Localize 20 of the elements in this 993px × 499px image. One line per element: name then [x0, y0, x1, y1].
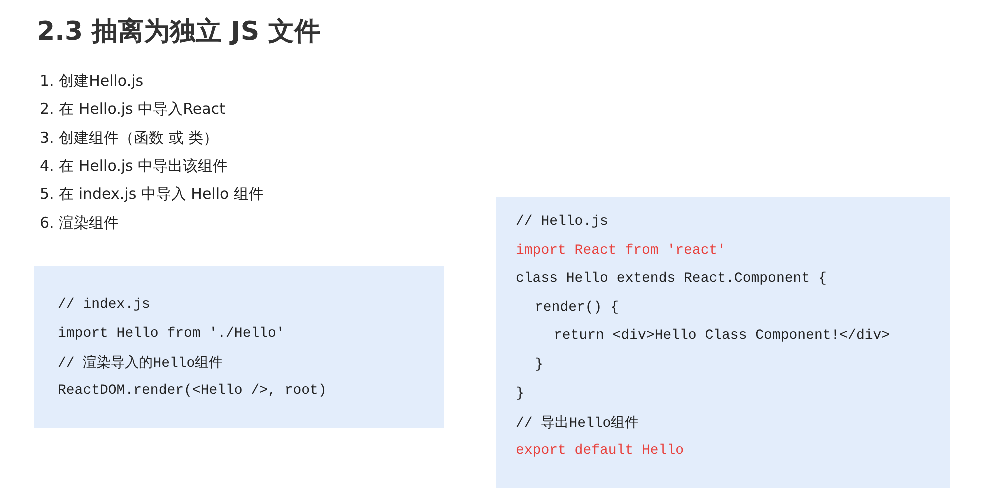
list-item: 6. 渲染组件: [40, 214, 120, 232]
list-item: 4. 在 Hello.js 中导出该组件: [40, 156, 228, 176]
slide-title: 2.3 抽离为独立 JS 文件: [37, 16, 321, 49]
code-line: // 渲染导入的Hello组件: [58, 354, 224, 372]
list-item: 1. 创建Hello.js: [40, 72, 144, 91]
code-line: return <div>Hello Class Component!</div>: [554, 328, 890, 344]
code-line: // 导出Hello组件: [516, 414, 640, 432]
code-line: render() {: [535, 300, 620, 316]
code-line: import Hello from './Hello': [58, 326, 285, 342]
code-line: class Hello extends React.Component {: [516, 271, 827, 288]
code-line: // Hello.js: [516, 214, 608, 230]
code-line: export default Hello: [516, 442, 684, 459]
code-line: // index.js: [58, 297, 150, 313]
list-item: 5. 在 index.js 中导入 Hello 组件: [40, 185, 264, 204]
code-line: import React from 'react': [516, 242, 726, 259]
code-line: ReactDOM.render(<Hello />, root): [58, 383, 327, 400]
list-item: 3. 创建组件（函数 或 类）: [40, 128, 219, 148]
code-line: }: [535, 357, 544, 373]
code-line: }: [516, 386, 524, 402]
list-item: 2. 在 Hello.js 中导入React: [40, 100, 226, 120]
